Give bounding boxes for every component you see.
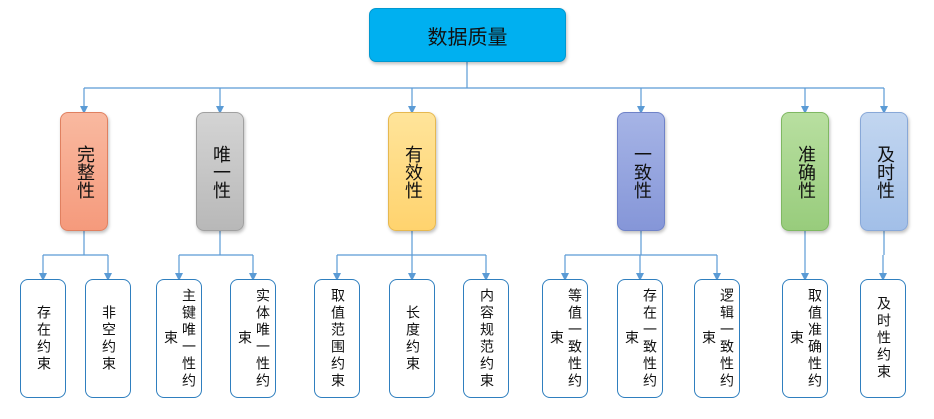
leaf-label: 长度约束: [404, 304, 420, 373]
leaf-label: 存在一致性约束: [623, 287, 657, 390]
category-label: 一致性: [631, 144, 652, 199]
category-validity: 有效性: [388, 112, 436, 231]
leaf-value-range-constraint: 取值范围约束: [314, 279, 360, 398]
category-label: 唯一性: [210, 144, 231, 199]
leaf-primary-key-unique-constraint: 主键唯一性约束: [156, 279, 202, 398]
leaf-label: 存在约束: [35, 304, 51, 373]
leaf-label: 取值准确性约束: [788, 287, 822, 390]
leaf-entity-unique-constraint: 实体唯一性约束: [230, 279, 276, 398]
category-completeness: 完整性: [60, 112, 108, 231]
leaf-label: 逻辑一致性约束: [700, 287, 734, 390]
leaf-label: 取值范围约束: [329, 287, 345, 390]
leaf-not-null-constraint: 非空约束: [85, 279, 131, 398]
category-timeliness: 及时性: [860, 112, 908, 231]
leaf-label: 等值一致性约束: [548, 287, 582, 390]
leaf-label: 非空约束: [100, 304, 116, 373]
leaf-length-constraint: 长度约束: [389, 279, 435, 398]
leaf-content-format-constraint: 内容规范约束: [463, 279, 509, 398]
leaf-label: 实体唯一性约束: [236, 287, 270, 390]
leaf-timeliness-constraint: 及时性约束: [860, 279, 906, 398]
category-label: 有效性: [402, 144, 423, 199]
leaf-equality-consistency-constraint: 等值一致性约束: [542, 279, 588, 398]
category-accuracy: 准确性: [781, 112, 829, 231]
root-label: 数据质量: [427, 24, 508, 49]
category-label: 完整性: [74, 144, 95, 199]
category-consistency: 一致性: [617, 112, 665, 231]
leaf-logical-consistency-constraint: 逻辑一致性约束: [694, 279, 740, 398]
category-label: 准确性: [795, 144, 816, 199]
category-uniqueness: 唯一性: [196, 112, 244, 231]
category-label: 及时性: [874, 144, 895, 199]
leaf-label: 主键唯一性约束: [162, 287, 196, 390]
leaf-existence-constraint: 存在约束: [20, 279, 66, 398]
root-node-data-quality: 数据质量: [369, 8, 566, 62]
leaf-value-accuracy-constraint: 取值准确性约束: [782, 279, 828, 398]
leaf-label: 及时性约束: [875, 296, 891, 381]
leaf-existence-consistency-constraint: 存在一致性约束: [617, 279, 663, 398]
leaf-label: 内容规范约束: [478, 287, 494, 390]
